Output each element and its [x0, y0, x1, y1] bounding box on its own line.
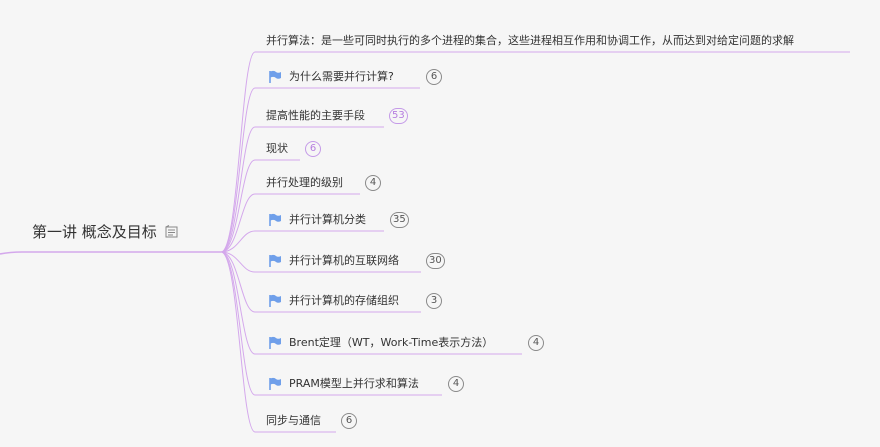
- child-topic[interactable]: 并行计算机的存储组织 3: [268, 293, 442, 309]
- topic-label: 并行计算机的互联网络: [289, 254, 399, 267]
- child-topic[interactable]: 并行处理的级别 4: [266, 175, 381, 191]
- topic-label: 并行算法：是一些可同时执行的多个进程的集合，这些进程相互作用和协调工作，从而达到…: [266, 34, 794, 47]
- child-topic[interactable]: Brent定理（WT，Work-Time表示方法） 4: [268, 335, 544, 351]
- count-badge[interactable]: 6: [426, 69, 442, 85]
- count-badge[interactable]: 30: [426, 253, 445, 269]
- count-badge[interactable]: 6: [341, 413, 357, 429]
- root-underline: [0, 251, 221, 255]
- topic-label: PRAM模型上并行求和算法: [289, 377, 419, 390]
- count-badge[interactable]: 4: [365, 175, 381, 191]
- topic-label: 为什么需要并行计算?: [289, 70, 394, 83]
- child-topic[interactable]: 并行计算机分类 35: [268, 212, 409, 228]
- count-badge[interactable]: 53: [389, 108, 408, 124]
- count-badge[interactable]: 4: [528, 335, 544, 351]
- child-topic[interactable]: 现状 6: [266, 141, 321, 157]
- count-badge[interactable]: 4: [448, 376, 464, 392]
- flag-icon: [269, 254, 281, 267]
- topic-label: Brent定理（WT，Work-Time表示方法）: [289, 336, 494, 349]
- branch-line: [220, 159, 300, 253]
- flag-icon: [269, 213, 281, 226]
- topic-label: 同步与通信: [266, 414, 321, 427]
- child-topic[interactable]: 同步与通信 6: [266, 413, 357, 429]
- child-topic[interactable]: 并行算法：是一些可同时执行的多个进程的集合，这些进程相互作用和协调工作，从而达到…: [266, 34, 850, 48]
- topic-label: 并行计算机分类: [289, 213, 366, 226]
- child-topic[interactable]: 并行计算机的互联网络 30: [268, 253, 445, 269]
- topic-label: 现状: [266, 142, 288, 155]
- count-badge[interactable]: 35: [390, 212, 409, 228]
- flag-icon: [269, 336, 281, 349]
- topic-label: 并行处理的级别: [266, 176, 343, 189]
- topic-label: 提高性能的主要手段: [266, 109, 365, 122]
- root-topic[interactable]: 第一讲 概念及目标: [32, 221, 178, 242]
- count-badge[interactable]: 6: [305, 141, 321, 157]
- child-topic[interactable]: 提高性能的主要手段 53: [266, 108, 408, 124]
- count-badge[interactable]: 3: [426, 293, 442, 309]
- note-icon[interactable]: [165, 225, 178, 238]
- root-topic-label: 第一讲 概念及目标: [32, 223, 157, 241]
- flag-icon: [269, 377, 281, 390]
- branch-line: [220, 230, 384, 253]
- branch-line: [220, 251, 442, 396]
- topic-label: 并行计算机的存储组织: [289, 294, 399, 307]
- child-topic[interactable]: 为什么需要并行计算? 6: [268, 69, 442, 85]
- flag-icon: [269, 70, 281, 83]
- flag-icon: [269, 294, 281, 307]
- child-topic[interactable]: PRAM模型上并行求和算法 4: [268, 376, 464, 392]
